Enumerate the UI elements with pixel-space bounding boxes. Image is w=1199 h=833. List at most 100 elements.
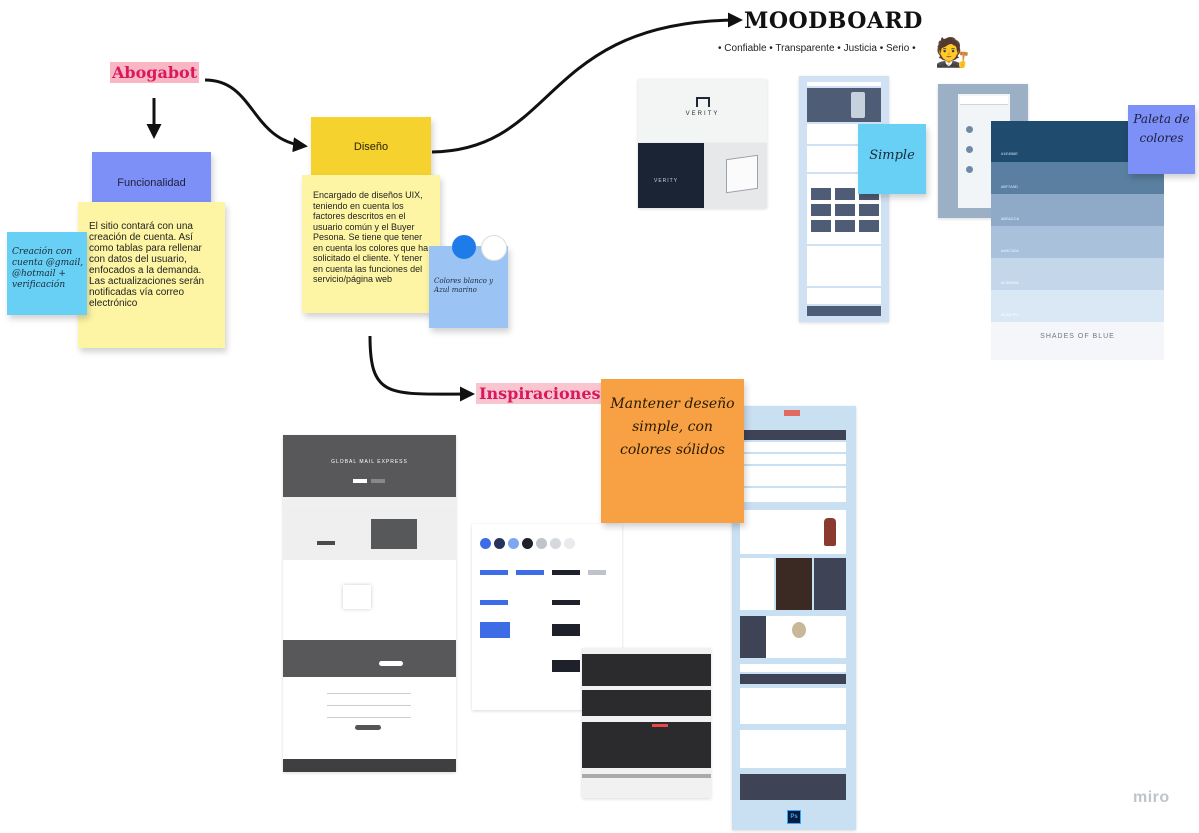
ecom-grid-center [776,558,812,610]
gm-intro [283,508,456,560]
palette-swatch-label-3: #A9C1DA [1001,248,1019,253]
ecom-row-5 [740,664,846,672]
uikit-swatch-4 [522,538,533,549]
ecom-product-bottle [824,518,836,546]
mockup-footer [807,306,881,316]
uikit-button-1 [480,570,508,575]
ecom-top-red [784,410,800,416]
palette-swatch-label-0: #1E4B6E [1001,151,1018,156]
palette-footer-label: SHADES OF BLUE [1040,333,1115,340]
verity-card-text: VERITY [654,178,679,184]
white-color-dot [481,235,507,261]
ecom-footer-dark [740,774,846,800]
judge-icon: 🧑‍⚖️ [935,37,970,68]
mockup-section-4 [807,288,881,304]
ecom-footer-panel-1 [740,688,846,724]
gm-form-line-1 [327,693,411,694]
gm-form-line-2 [327,705,411,706]
dark-site-mockup[interactable] [582,648,711,798]
ecom-row-3 [740,466,846,486]
mockup-phone [851,92,865,118]
ecom-nav [740,430,846,440]
palette-swatch-5: #DAE7F4 [991,290,1164,322]
palette-swatch-4: #C3D6EA [991,258,1164,290]
uikit-swatch-2 [494,538,505,549]
dark-site-band-1 [582,654,711,686]
uikit-swatch-6 [550,538,561,549]
mockup-dark-tiles-8 [835,220,855,232]
gm-hero-button-1 [353,479,367,483]
sticky-diseno[interactable]: Diseño [311,117,431,177]
gm-services-card [343,585,371,609]
gm-video-box [371,519,417,549]
sticky-creacion-cuenta[interactable]: Creación con cuenta @gmail, @hotmail + v… [7,232,87,315]
simple-ui-mockup[interactable] [799,76,889,322]
gm-hero [283,435,456,508]
verity-logo-thumb[interactable]: VERITY [638,79,767,143]
sticky-diseno-body[interactable]: Encargado de diseños UIX, teniendo en cu… [302,175,440,313]
gm-form-line-3 [327,717,411,718]
dark-site-band-3 [582,722,711,768]
sticky-mantener[interactable]: Mantener deseño simple, con colores sóli… [601,379,744,523]
sticky-simple-text: Simple [869,148,915,163]
mockup-dark-tiles-5 [835,204,855,216]
verity-logo-icon [696,97,710,107]
uikit-button-6 [552,600,580,605]
ecom-grid-right [814,558,846,610]
sticky-funcionalidad-body[interactable]: El sitio contará con una creación de cue… [78,202,225,348]
inspiraciones-label[interactable]: Inspiraciones [476,383,604,404]
ecom-row-6 [740,674,846,684]
mockup-dark-tiles-1 [811,188,831,200]
gm-cta [317,541,335,545]
arrow-diseno-inspiraciones [368,335,475,402]
sticky-colores-text: Colores blanco y Azul marino [434,277,494,294]
mockup-dark-tiles-9 [859,220,879,232]
uikit-swatch-3 [508,538,519,549]
uikit-card-blue [480,622,510,638]
dark-site-red-tag [652,724,668,727]
uikit-button-5 [480,600,508,605]
gm-footer [283,759,456,772]
mockup-dark-tiles-6 [859,204,879,216]
grey-mockup-dot-2 [966,146,973,153]
mockup-hero [807,88,881,122]
mockup-section-3 [807,246,881,286]
verity-card-thumb[interactable]: VERITY [638,143,704,208]
grey-mockup-header [960,96,1008,105]
palette-swatch-label-2: #8EACC8 [1001,216,1019,221]
sticky-diseno-title: Diseño [353,141,389,153]
grey-mockup-dot-1 [966,126,973,133]
mockup-dark-tiles-4 [811,204,831,216]
uikit-swatch-1 [480,538,491,549]
ecommerce-mockup[interactable]: Ps [732,406,856,830]
photoshop-icon: Ps [787,810,801,824]
gm-city-strip [283,497,456,508]
palette-swatch-label-4: #C3D6EA [1001,280,1019,285]
palette-swatch-3: #A9C1DA [991,226,1164,258]
uikit-card-dark [552,624,580,636]
sticky-paleta-text: Paleta de colores [1133,112,1190,145]
uikit-button-3 [552,570,580,575]
ecom-row-2 [740,454,846,464]
mockup-dark-tiles-7 [811,220,831,232]
gm-hero-button-2 [371,479,385,483]
verity-sign-thumb[interactable] [704,143,767,208]
ecom-row-4 [740,488,846,502]
palette-swatch-label-5: #DAE7F4 [1001,312,1019,317]
gm-track-section [283,640,456,677]
verity-logo-text: VERITY [685,111,720,117]
ecom-row-1 [740,442,846,452]
sticky-funcionalidad-text: El sitio contará con una creación de cue… [89,221,205,309]
sticky-diseno-text: Encargado de diseños UIX, teniendo en cu… [313,190,429,284]
gm-form-submit [355,725,381,730]
blue-color-dot [452,235,476,259]
sticky-simple[interactable]: Simple [858,124,926,194]
ecom-grid-left [740,558,774,610]
sticky-paleta[interactable]: Paleta de colores [1128,105,1195,174]
mockup-dark-tiles-2 [835,188,855,200]
abogabot-label[interactable]: Abogabot [110,62,200,83]
ecom-razor-panel-dark [740,616,766,658]
global-mail-mockup[interactable]: GLOBAL MAIL EXPRESS [283,435,456,772]
uikit-swatch-7 [564,538,575,549]
sticky-creacion-text: Creación con cuenta @gmail, @hotmail + v… [12,247,84,290]
